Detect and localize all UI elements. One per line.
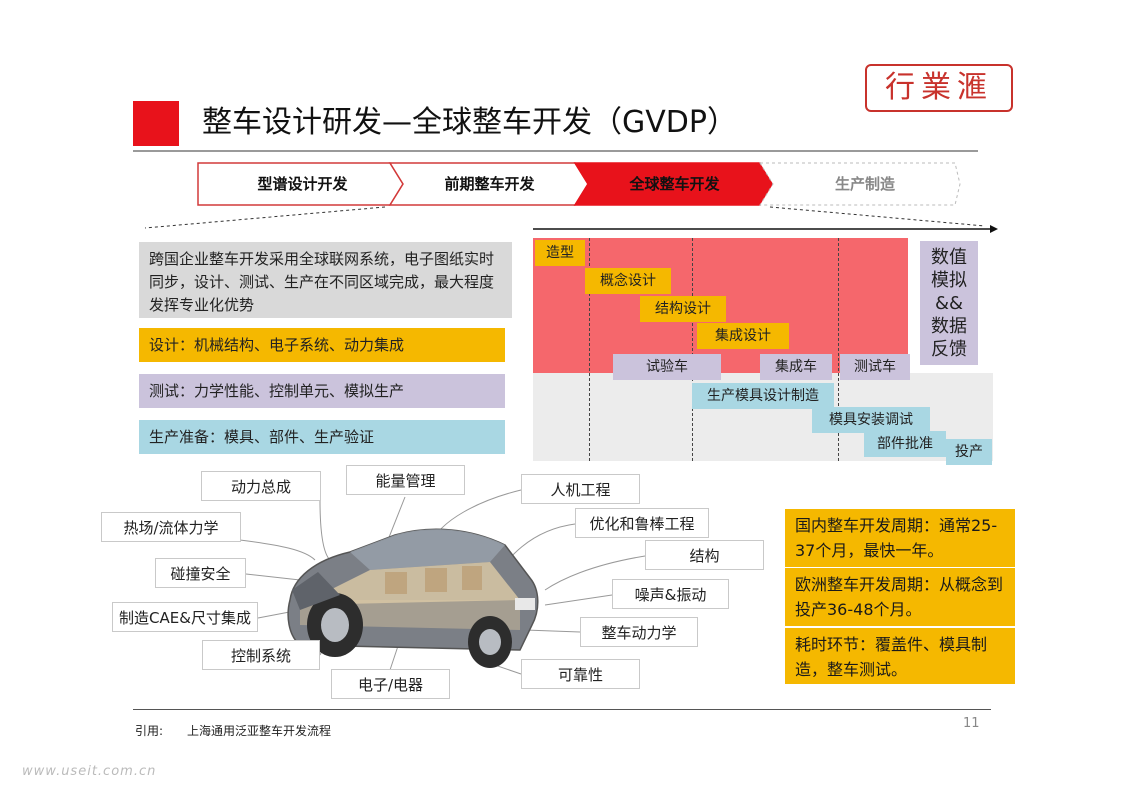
stage-label-2: 前期整车开发 — [444, 175, 535, 193]
page-number: 11 — [963, 716, 980, 731]
watermark: www.useit.com.cn — [22, 764, 157, 779]
feedback-line: 数值 — [931, 247, 967, 268]
task-mold-installation: 模具安装调试 — [812, 407, 930, 433]
title-accent-block — [133, 101, 179, 146]
car-label-structure: 结构 — [645, 540, 764, 570]
expansion-lines — [144, 206, 998, 233]
task-structure-design: 结构设计 — [640, 296, 726, 322]
task-testing-vehicle: 测试车 — [840, 354, 910, 380]
footer-citation: 引用: 上海通用泛亚整车开发流程 — [135, 724, 332, 738]
car-label-thermal-fluid: 热场/流体力学 — [101, 512, 241, 542]
task-part-approval: 部件批准 — [864, 431, 946, 457]
task-concept-design: 概念设计 — [585, 268, 671, 294]
car-label-electronics: 电子/电器 — [331, 669, 450, 699]
feedback-box: 数值 模拟 && 数据 反馈 — [920, 241, 978, 365]
footer-divider — [133, 709, 991, 710]
feedback-line: && — [934, 293, 964, 314]
feedback-line: 反馈 — [931, 339, 967, 360]
design-description: 设计：机械结构、电子系统、动力集成 — [139, 328, 505, 362]
car-label-control-system: 控制系统 — [202, 640, 320, 670]
car-label-powertrain: 动力总成 — [201, 471, 321, 501]
gantt-divider — [838, 238, 839, 461]
car-label-manufacturing-cae: 制造CAE&尺寸集成 — [112, 602, 258, 632]
title-divider — [133, 150, 978, 152]
feedback-line: 数据 — [931, 316, 967, 337]
car-label-vehicle-dynamics: 整车动力学 — [580, 617, 698, 647]
info-time-consuming: 耗时环节：覆盖件、模具制造，整车测试。 — [785, 628, 1015, 684]
stage-bar-shapes — [197, 162, 961, 206]
stage-label-4: 生产制造 — [834, 175, 895, 193]
page-title: 整车设计研发—全球整车开发（GVDP） — [202, 105, 737, 140]
info-domestic-cycle: 国内整车开发周期：通常25-37个月，最快一年。 — [785, 509, 1015, 567]
gantt-divider — [589, 238, 590, 461]
stage-label-1: 型谱设计开发 — [257, 175, 348, 193]
car-label-crash-safety: 碰撞安全 — [155, 558, 246, 588]
task-integration-design: 集成设计 — [697, 323, 789, 349]
logo: 行業滙 — [865, 64, 1013, 112]
intro-description: 跨国企业整车开发采用全球联网系统，电子图纸实时同步，设计、测试、生产在不同区域完… — [139, 242, 512, 318]
task-production-mold: 生产模具设计制造 — [692, 383, 834, 409]
car-label-energy: 能量管理 — [346, 465, 465, 495]
gantt-divider — [692, 238, 693, 461]
car-label-optimization: 优化和鲁棒工程 — [575, 508, 709, 538]
car-label-nvh: 噪声&振动 — [612, 579, 729, 609]
info-europe-cycle: 欧洲整车开发周期：从概念到投产36-48个月。 — [785, 568, 1015, 626]
task-integration-vehicle: 集成车 — [760, 354, 832, 380]
stage-label-3: 全球整车开发 — [629, 175, 720, 193]
task-styling: 造型 — [535, 240, 585, 266]
feedback-line: 模拟 — [931, 270, 967, 291]
task-test-vehicle: 试验车 — [613, 354, 721, 380]
car-label-ergonomics: 人机工程 — [521, 474, 640, 504]
production-description: 生产准备：模具、部件、生产验证 — [139, 420, 505, 454]
task-launch: 投产 — [946, 439, 992, 465]
car-label-reliability: 可靠性 — [521, 659, 640, 689]
stage-shape-4 — [759, 162, 961, 206]
test-description: 测试：力学性能、控制单元、模拟生产 — [139, 374, 505, 408]
